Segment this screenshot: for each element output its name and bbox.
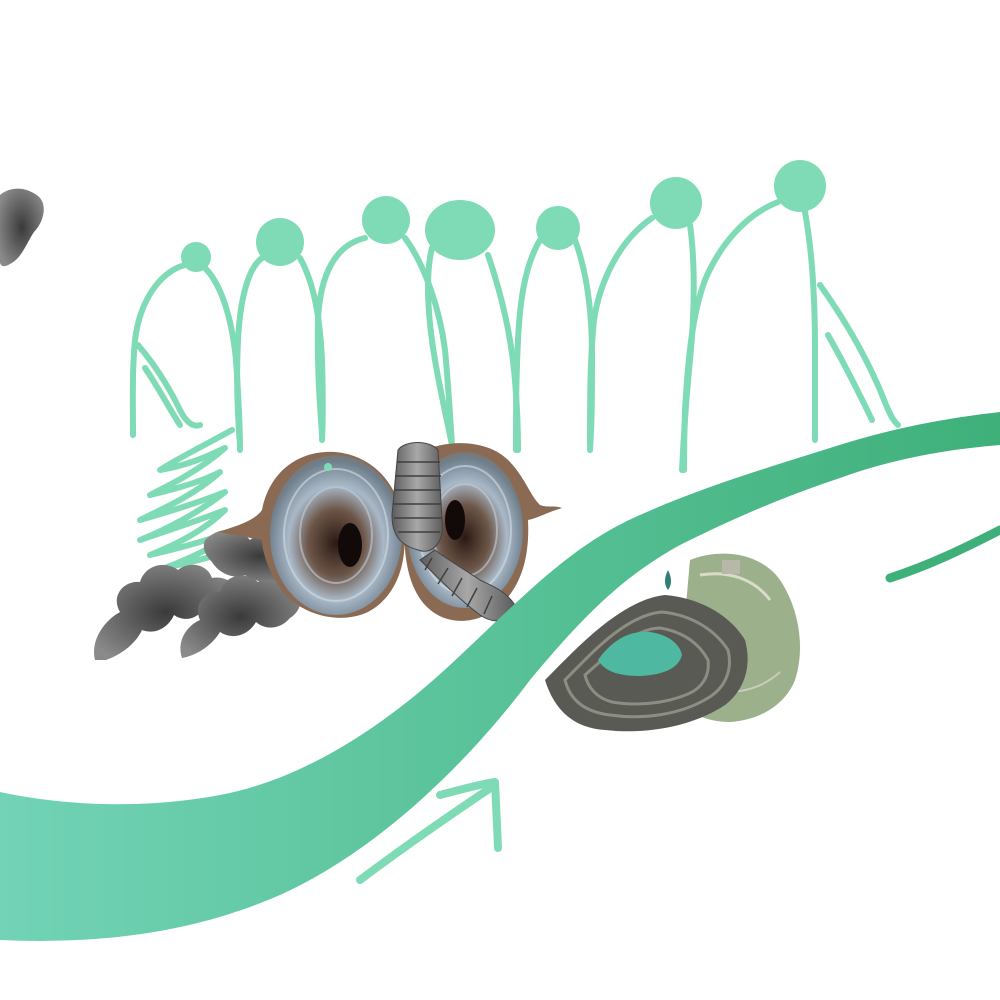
figure-2 bbox=[234, 218, 326, 448]
figure-1 bbox=[129, 242, 243, 453]
mine-eye-left bbox=[218, 451, 405, 618]
up-right-arrow bbox=[356, 778, 502, 884]
side-stroke bbox=[885, 525, 1000, 583]
figure-3 bbox=[314, 196, 455, 448]
figure-7 bbox=[681, 160, 901, 473]
teal-fleck bbox=[665, 570, 671, 590]
figures-group bbox=[129, 160, 901, 473]
river-ribbon bbox=[0, 412, 1000, 941]
smoke-cloud-top-left bbox=[0, 188, 44, 267]
open-pit-mine bbox=[545, 595, 748, 732]
drill-tubes bbox=[391, 442, 516, 622]
figure-5 bbox=[513, 206, 595, 453]
